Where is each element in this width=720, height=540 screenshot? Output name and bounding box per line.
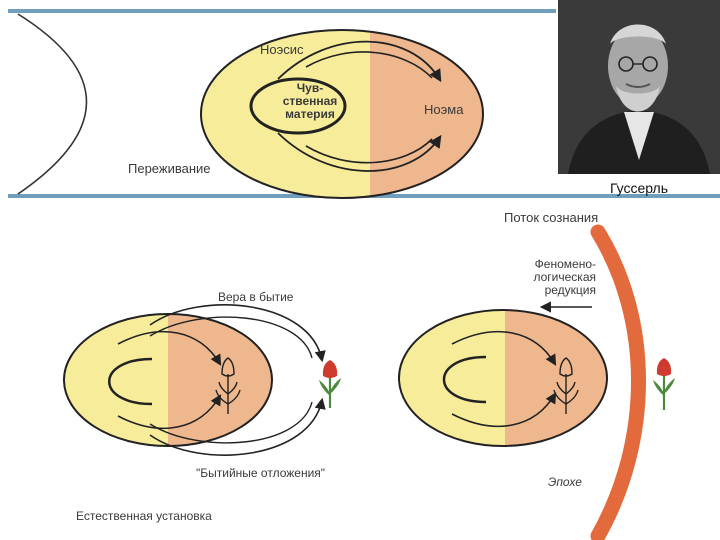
stream-label: Поток сознания (504, 210, 599, 225)
sensory-matter-label: Чув- ственная материя (280, 82, 340, 121)
sensory-matter-line-1: Чув- (296, 81, 324, 95)
sensory-matter-line-2: ственная (282, 94, 338, 108)
real-flower-reduced-icon (653, 358, 675, 410)
portrait-caption: Гуссерль (609, 180, 669, 196)
reduction-line-3: редукция (544, 283, 596, 297)
stream-of-consciousness-arc (590, 224, 646, 540)
reduction-line-2: логическая (533, 270, 596, 284)
belief-arrow-inner (149, 316, 313, 359)
experience-label: Переживание (128, 161, 211, 176)
reduced-arrow-upper (451, 331, 557, 366)
belief-label: Вера в бытие (218, 290, 294, 304)
noesis-arrow-upper (277, 40, 442, 83)
real-flower-icon (319, 360, 341, 408)
natural-attitude-label: Естественная установка (76, 509, 212, 523)
sketch-flower-icon (215, 357, 241, 414)
noesis-arrow-upper-inner (305, 51, 433, 79)
experience-curve (17, 13, 88, 195)
deposits-arrow (149, 397, 326, 456)
portrait-drawing (558, 0, 720, 174)
reduction-label: Феномено- логическая редукция (500, 258, 596, 297)
reduced-inner-loop (442, 355, 487, 404)
husserl-portrait (558, 0, 720, 174)
sketch-flower-reduced-icon (553, 357, 579, 414)
noesis-arrow-lower (277, 132, 442, 172)
natural-arrow-upper (117, 331, 222, 366)
sensory-matter-line-3: материя (285, 107, 335, 121)
deposits-label: "Бытийные отложения" (196, 466, 326, 480)
deposits-arrow-inner (149, 401, 313, 444)
belief-arrow (149, 304, 326, 363)
noesis-label: Ноэсис (260, 42, 304, 57)
noema-label: Ноэма (424, 102, 464, 117)
natural-inner-loop (108, 357, 153, 406)
epoche-label: Эпохе (548, 475, 582, 489)
sensory-matter-ellipse (249, 77, 347, 135)
reduced-ellipse (398, 309, 608, 447)
reduced-arrow-lower (451, 392, 557, 427)
noesis-arrow-lower-inner (305, 138, 433, 164)
natural-arrow-lower (117, 394, 222, 429)
reduction-line-1: Феномено- (534, 257, 596, 271)
